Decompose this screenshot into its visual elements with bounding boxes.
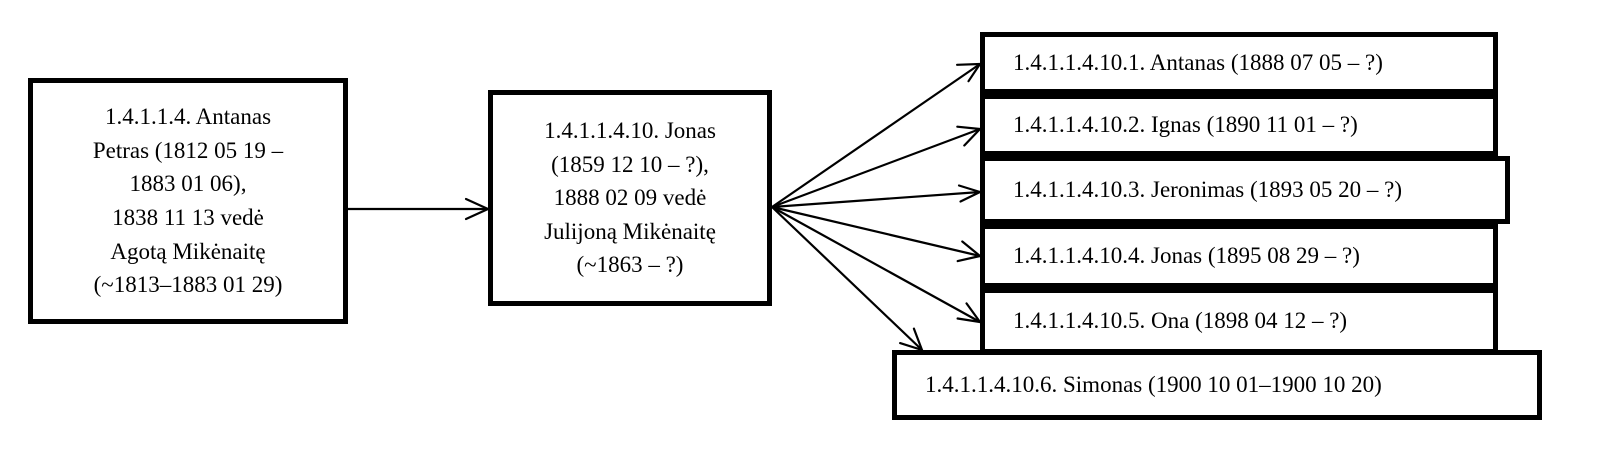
parent-line-3: 1888 02 09 vedė [553, 185, 707, 211]
parent-node: 1.4.1.1.4.10. Jonas (1859 12 10 – ?), 18… [488, 90, 772, 306]
parent-line-4: Julijoną Mikėnaitę [544, 218, 716, 244]
ancestor-line-6: (~1813–1883 01 29) [93, 272, 283, 298]
ancestor-line-5: Agotą Mikėnaitę [110, 238, 266, 264]
ancestor-node: 1.4.1.1.4. Antanas Petras (1812 05 19 – … [28, 78, 348, 324]
ancestor-line-4: 1838 11 13 vedė [112, 205, 264, 230]
child-node-3: 1.4.1.1.4.10.3. Jeronimas (1893 05 20 – … [980, 156, 1510, 224]
child-label-3: 1.4.1.1.4.10.3. Jeronimas (1893 05 20 – … [1013, 177, 1403, 203]
arrow-parent-to-child-4 [770, 205, 982, 263]
ancestor-line-2: Petras (1812 05 19 – [92, 137, 284, 163]
parent-line-2: (1859 12 10 – ?), [551, 151, 709, 177]
child-node-4: 1.4.1.1.4.10.4. Jonas (1895 08 29 – ?) [980, 224, 1498, 288]
child-label-1: 1.4.1.1.4.10.1. Antanas (1888 07 05 – ?) [1013, 50, 1383, 76]
child-node-5: 1.4.1.1.4.10.5. Ona (1898 04 12 – ?) [980, 288, 1498, 354]
child-node-1: 1.4.1.1.4.10.1. Antanas (1888 07 05 – ?) [980, 32, 1498, 94]
child-label-4: 1.4.1.1.4.10.4. Jonas (1895 08 29 – ?) [1013, 243, 1360, 269]
ancestor-line-1: 1.4.1.1.4. Antanas [104, 104, 272, 130]
ancestor-line-3: 1883 01 06), [129, 171, 247, 197]
arrow-parent-to-child-1 [770, 62, 982, 209]
child-label-2: 1.4.1.1.4.10.2. Ignas (1890 11 01 – ?) [1013, 112, 1358, 138]
parent-line-5: (~1863 – ?) [576, 252, 684, 278]
parent-line-1: 1.4.1.1.4.10. Jonas [544, 118, 716, 144]
arrow-root-to-parent [346, 197, 490, 221]
child-label-5: 1.4.1.1.4.10.5. Ona (1898 04 12 – ?) [1013, 308, 1348, 334]
child-label-6: 1.4.1.1.4.10.6. Simonas (1900 10 01–1900… [925, 372, 1382, 398]
child-node-6: 1.4.1.1.4.10.6. Simonas (1900 10 01–1900… [892, 350, 1542, 420]
child-node-2: 1.4.1.1.4.10.2. Ignas (1890 11 01 – ?) [980, 94, 1498, 156]
